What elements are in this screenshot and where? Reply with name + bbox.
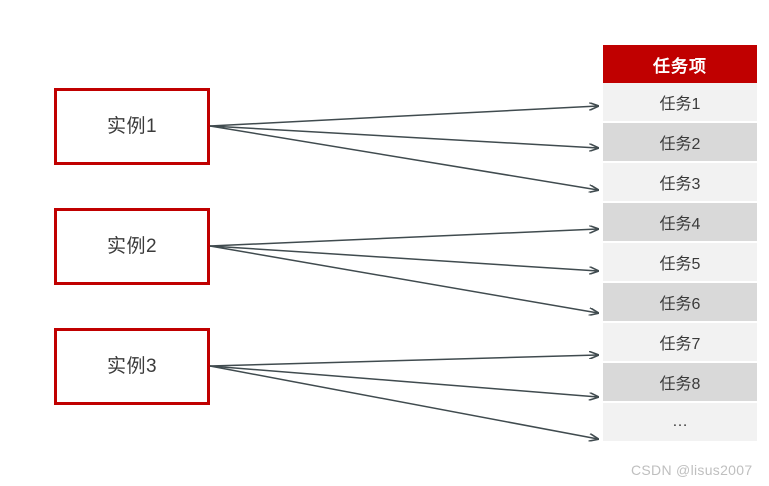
instance-box-2[interactable]: 实例2 — [54, 208, 210, 285]
instance-box-3[interactable]: 实例3 — [54, 328, 210, 405]
instance-box-1[interactable]: 实例1 — [54, 88, 210, 165]
task-row[interactable]: 任务4 — [603, 203, 757, 243]
instance-label: 实例3 — [106, 356, 158, 377]
instance-label: 实例2 — [106, 236, 158, 257]
task-row[interactable]: 任务5 — [603, 243, 757, 283]
arrow-inst3-task9 — [209, 365, 598, 439]
arrow-inst2-task6 — [209, 245, 598, 313]
arrow-inst3-task7 — [209, 355, 598, 367]
instance-label: 实例1 — [106, 116, 158, 137]
arrow-inst1-task1 — [209, 106, 598, 127]
task-row[interactable]: 任务1 — [603, 83, 757, 123]
arrow-inst3-task8 — [209, 365, 598, 397]
task-row[interactable]: 任务8 — [603, 363, 757, 403]
arrow-inst1-task2 — [209, 125, 598, 148]
task-table-header: 任务项 — [603, 45, 757, 83]
task-row[interactable]: 任务7 — [603, 323, 757, 363]
task-table: 任务项 任务1 任务2 任务3 任务4 任务5 任务6 任务7 任务8 … — [603, 45, 757, 443]
task-row[interactable]: 任务3 — [603, 163, 757, 203]
arrow-inst2-task4 — [209, 229, 598, 247]
task-row-ellipsis[interactable]: … — [603, 403, 757, 443]
task-row[interactable]: 任务6 — [603, 283, 757, 323]
csdn-watermark: CSDN @lisus2007 — [631, 462, 753, 478]
arrow-inst2-task5 — [209, 245, 598, 271]
arrow-inst1-task3 — [209, 125, 598, 190]
task-row[interactable]: 任务2 — [603, 123, 757, 163]
